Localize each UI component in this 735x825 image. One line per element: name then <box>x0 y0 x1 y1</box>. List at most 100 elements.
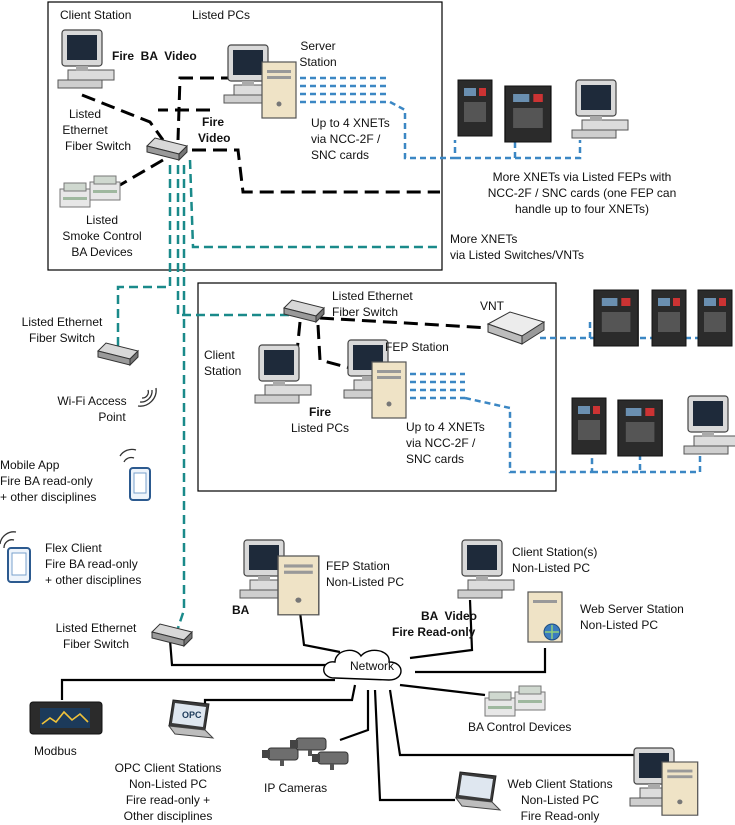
link-webserver-network <box>415 648 547 674</box>
switch-icon[interactable] <box>97 342 139 366</box>
fire-panel-icon <box>571 397 607 455</box>
smoke-label-1: Listed <box>86 213 118 227</box>
ba-device-icon <box>59 182 91 208</box>
left-switch-label-1: Listed Ethernet <box>22 315 103 329</box>
network-label: Network <box>350 659 395 673</box>
laptop-icon[interactable] <box>455 771 501 811</box>
link-switch-to-smoke <box>119 158 164 187</box>
top-switch-label-2: Ethernet <box>62 123 108 137</box>
fire-read-only-label: Fire Read-only <box>392 625 476 639</box>
modbus-label: Modbus <box>34 744 77 758</box>
ba-device-icon <box>89 175 121 201</box>
listed-pcs-label: Listed PCs <box>192 8 250 22</box>
ba-label: BA <box>232 603 250 617</box>
vnt-label: VNT <box>480 299 505 313</box>
xnet-lines-top <box>300 76 390 104</box>
ba-video-label: BA Video <box>421 609 477 623</box>
ba-device-icon <box>484 691 516 717</box>
left-switch-label-2: Fiber Switch <box>29 331 95 345</box>
vnt-icon[interactable] <box>486 311 546 345</box>
switch-icon[interactable] <box>283 299 325 323</box>
mobile-app-label-3: + other disciplines <box>0 490 96 504</box>
fire-panel-icon <box>457 79 493 137</box>
server-icon[interactable] <box>277 555 320 616</box>
link-server-to-switch <box>176 76 235 141</box>
ba-control-label: BA Control Devices <box>468 720 571 734</box>
opc-logo: OPC <box>182 710 202 720</box>
phone-icon[interactable] <box>129 467 151 501</box>
teal-to-wifi <box>116 165 172 355</box>
opc-clients-label-3: Fire read-only + <box>126 793 210 807</box>
mid-xnets-label-2: via NCC-2F / <box>406 436 476 450</box>
fep-station-label-2: Non-Listed PC <box>326 575 404 589</box>
link-bottom-switch-network <box>168 639 330 667</box>
web-server-label-1: Web Server Station <box>580 602 684 616</box>
mid-listed-pcs-label: Listed PCs <box>291 421 349 435</box>
link-network-webclient-pc <box>388 689 640 757</box>
flex-client-label-1: Flex Client <box>45 541 102 555</box>
web-server-icon[interactable] <box>527 591 563 643</box>
ip-cameras-label: IP Cameras <box>264 781 327 795</box>
server-icon[interactable] <box>371 361 407 419</box>
top-xnets-label-2: via NCC-2F / <box>311 132 381 146</box>
server-station-label-2: Station <box>299 55 336 69</box>
top-xnets-label-3: SNC cards <box>311 148 369 162</box>
link-network-modbus <box>60 678 335 700</box>
link-switch-out-top <box>192 148 440 194</box>
link-client-to-switch <box>81 93 165 141</box>
smoke-label-3: BA Devices <box>71 245 132 259</box>
server-icon[interactable] <box>261 61 297 119</box>
more-xnets-feps-3: handle up to four XNETs) <box>515 202 649 216</box>
link-network-webclient <box>373 689 455 802</box>
mid-fire-label: Fire <box>309 405 331 419</box>
server-station-label-1: Server <box>300 39 335 53</box>
client-station-label: Client Station <box>60 8 131 22</box>
fire-ba-video-label: Fire BA Video <box>112 49 197 63</box>
link-client-network <box>409 599 474 660</box>
link-network-opc <box>203 684 357 718</box>
fep-station-label-1: FEP Station <box>326 559 390 573</box>
fire-panel-icon <box>617 399 663 457</box>
tablet-icon[interactable] <box>7 547 31 583</box>
switch-icon[interactable] <box>151 623 193 647</box>
wifi-signal-icon <box>0 531 17 549</box>
opc-clients-label-2: Non-Listed PC <box>129 777 207 791</box>
more-xnets-switches-1: More XNETs <box>450 232 517 246</box>
switch-icon[interactable] <box>146 137 188 161</box>
teal-to-bottom-switch <box>176 165 186 629</box>
link-network-bacontrol <box>399 683 486 697</box>
server-icon[interactable] <box>661 761 699 816</box>
web-clients-label-2: Non-Listed PC <box>521 793 599 807</box>
pc-icon[interactable] <box>254 344 312 404</box>
opc-clients-label-4: Other disciplines <box>124 809 213 823</box>
wifi-label-1: Wi-Fi Access <box>57 394 126 408</box>
xnet-teal-right <box>188 159 440 249</box>
web-server-label-2: Non-Listed PC <box>580 618 658 632</box>
teal-to-mid-switch <box>176 165 293 317</box>
web-clients-label-1: Web Client Stations <box>507 777 612 791</box>
fire-panel-icon <box>504 85 552 143</box>
link-switch-to-fep <box>316 324 351 370</box>
fire-panel-icon <box>697 289 733 347</box>
client-stations-label-2: Non-Listed PC <box>512 561 590 575</box>
camera-icon <box>311 751 349 771</box>
mobile-app-label-2: Fire BA read-only <box>0 474 93 488</box>
fire-video-label-1: Fire <box>202 115 224 129</box>
link-switch-to-vnt <box>319 316 491 330</box>
more-xnets-feps-1: More XNETs via Listed FEPs with <box>493 170 672 184</box>
xnet-to-feps-top <box>389 100 582 160</box>
mid-client-label-1: Client <box>204 348 235 362</box>
pc-icon[interactable] <box>57 29 115 89</box>
more-xnets-switches-2: via Listed Switches/VNTs <box>450 248 584 262</box>
pc-icon <box>683 395 735 455</box>
flex-client-label-2: Fire BA read-only <box>45 557 138 571</box>
opc-clients-label-1: OPC Client Stations <box>115 761 222 775</box>
wifi-signal-icon <box>119 448 137 463</box>
xnet-to-feps-mid <box>464 396 702 474</box>
top-xnets-label-1: Up to 4 XNETs <box>311 116 390 130</box>
pc-icon[interactable] <box>457 539 515 599</box>
top-switch-label-3: Fiber Switch <box>65 139 131 153</box>
mid-fep-station-label: FEP Station <box>385 340 449 354</box>
mid-switch-label-2: Fiber Switch <box>332 305 398 319</box>
